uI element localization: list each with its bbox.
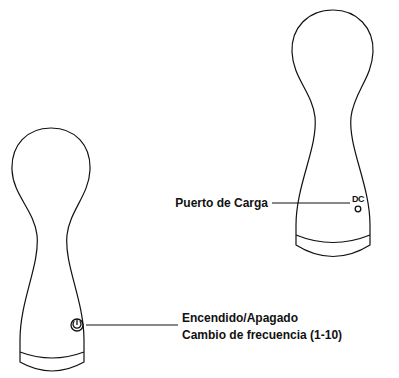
leader-line [272, 203, 350, 204]
port-marking: DC [352, 195, 364, 204]
function-label: Cambio de frecuencia (1-10) [182, 328, 342, 342]
charging-port [355, 206, 361, 212]
part-label: Puerto de Carga [175, 196, 268, 210]
leader-line [86, 325, 178, 326]
power-button-symbol [71, 319, 83, 331]
device-band-back [296, 235, 370, 243]
function-label: Encendido/Apagado [182, 311, 298, 325]
device-outline-front [12, 128, 90, 371]
device-outline-back [292, 10, 373, 257]
device-band-front [20, 352, 84, 358]
